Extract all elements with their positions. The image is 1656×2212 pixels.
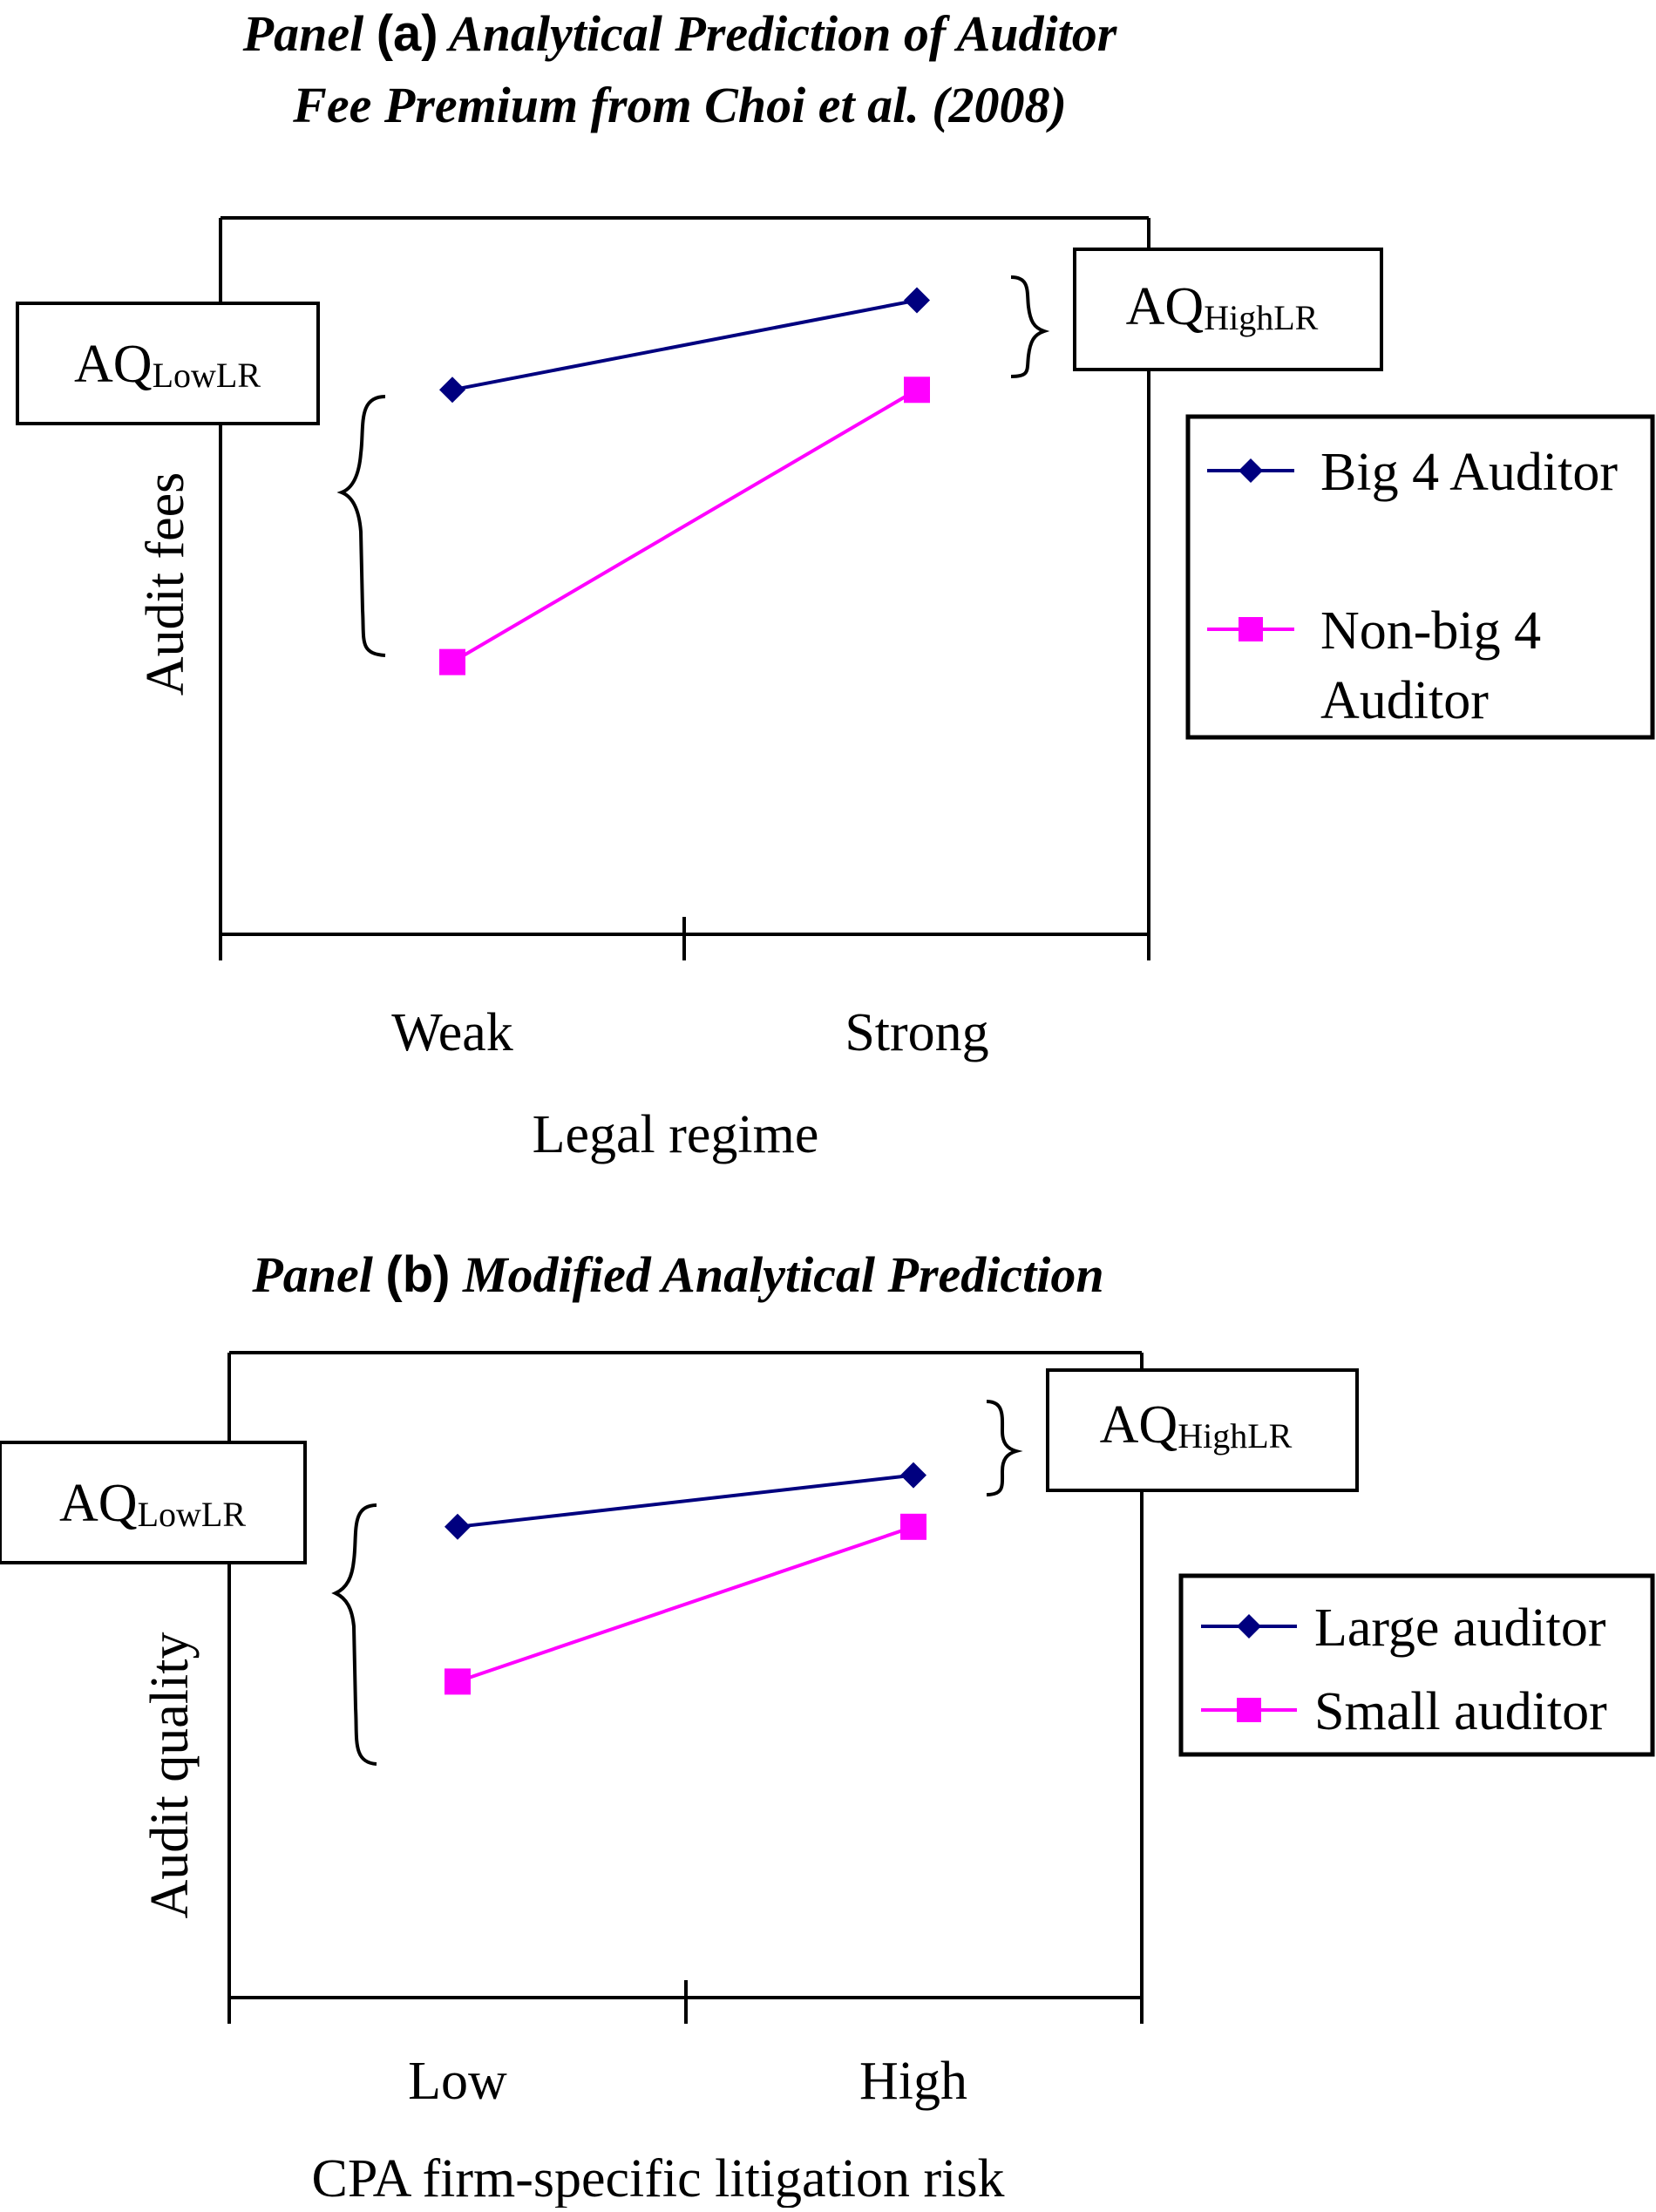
panel-b-aq-lowlr-box: [0, 1441, 307, 1564]
panel-b: Panel (b) Modified Analytical Prediction…: [0, 1246, 1655, 2209]
panel-b-series-0-point-0: [445, 1513, 471, 1540]
panel-a-aq-lowlr-label: AQLowLR: [74, 335, 261, 395]
panel-a-series-1-line: [451, 388, 919, 664]
panel-b-legend-marker-small: [1237, 1698, 1261, 1722]
panel-b-brace-lowlr: [331, 1503, 377, 1766]
panel-b-y-axis-label: Audit quality: [140, 1632, 200, 1919]
panel-a-aq-highlr-sub: HighLR: [1204, 298, 1318, 337]
panel-a-legend-marker-nonbig4: [1239, 617, 1263, 641]
panel-b-series-1-point-0: [445, 1668, 471, 1695]
panel-b-aq-lowlr-label: AQLowLR: [59, 1474, 246, 1534]
panel-a-series-0-point-1: [904, 287, 930, 314]
panel-b-series-0-point-1: [900, 1462, 926, 1489]
panel-a-series-1-point-1: [904, 377, 930, 404]
panel-a-legend-label-nonbig4-line2: Auditor: [1320, 671, 1489, 730]
panel-b-aq-highlr-main: AQ: [1100, 1395, 1178, 1455]
panel-a-title-prefix: Panel: [242, 5, 364, 62]
panel-b-aq-highlr-sub: HighLR: [1178, 1416, 1292, 1455]
panel-b-x-tick-label-high: High: [859, 2052, 967, 2111]
panel-a-title-tag: (a): [377, 5, 438, 62]
panel-b-x-axis-label: CPA firm-specific litigation risk: [311, 2149, 1004, 2208]
panel-b-title: Panel (b) Modified Analytical Prediction: [251, 1246, 1103, 1303]
panel-b-title-prefix: Panel: [251, 1246, 373, 1303]
panel-a-series-1-point-0: [439, 648, 465, 675]
panel-a-legend-marker-big4: [1239, 458, 1263, 483]
panel-b-legend-marker-large: [1237, 1614, 1261, 1639]
panel-a-y-axis-label: Audit fees: [136, 472, 195, 696]
panel-a-aq-lowlr-sub: LowLR: [153, 356, 261, 395]
panel-a-aq-lowlr-main: AQ: [74, 335, 153, 394]
panel-a-series-0-line: [451, 298, 918, 392]
panel-b-legend-label-small: Small auditor: [1314, 1682, 1607, 1741]
panel-a-x-tick-label-strong: Strong: [845, 1003, 988, 1062]
panel-a-aq-highlr-box: [1073, 248, 1383, 371]
panel-b-aq-lowlr-main: AQ: [59, 1474, 138, 1533]
panel-a-x-axis-label: Legal regime: [533, 1105, 819, 1164]
panel-a-legend-label-big4: Big 4 Auditor: [1320, 443, 1618, 502]
panel-a-series-0-point-0: [439, 377, 465, 404]
panel-b-x-tick-label-low: Low: [408, 2052, 507, 2111]
panel-b-title-text: Modified Analytical Prediction: [462, 1246, 1104, 1303]
panel-a-legend-label-nonbig4-line1: Non-big 4: [1320, 601, 1541, 661]
panel-a-aq-lowlr-box: [16, 302, 320, 425]
panel-b-plot: [445, 1462, 926, 1695]
panel-b-series-0-line: [457, 1473, 914, 1529]
panel-b-series-1-point-1: [900, 1513, 926, 1540]
panel-b-legend-label-large: Large auditor: [1314, 1598, 1606, 1658]
panel-a-title-line1: Panel (a) Analytical Prediction of Audit…: [242, 5, 1117, 62]
panel-a-aq-highlr-label: AQHighLR: [1126, 277, 1319, 337]
panel-a: Panel (a) Analytical Prediction of Audit…: [16, 5, 1655, 1164]
panel-a-x-tick-label-weak: Weak: [391, 1003, 513, 1062]
panel-b-brace-highlr: [986, 1400, 1023, 1496]
panel-a-title-line2: Fee Premium from Choi et al. (2008): [292, 77, 1067, 133]
panel-a-plot: [439, 287, 930, 675]
panel-a-brace-highlr: [1010, 275, 1050, 378]
panel-b-aq-highlr-label: AQHighLR: [1100, 1395, 1293, 1455]
panel-b-legend: [1178, 1573, 1655, 1757]
panel-a-aq-highlr-main: AQ: [1126, 277, 1205, 336]
panel-b-title-tag: (b): [385, 1246, 450, 1303]
panel-a-brace-lowlr: [336, 395, 386, 657]
panel-b-aq-lowlr-sub: LowLR: [138, 1495, 247, 1534]
panel-b-series-1-line: [457, 1524, 914, 1684]
panel-b-aq-highlr-box: [1046, 1368, 1359, 1492]
panel-a-title-text: Analytical Prediction of Auditor: [446, 5, 1117, 62]
